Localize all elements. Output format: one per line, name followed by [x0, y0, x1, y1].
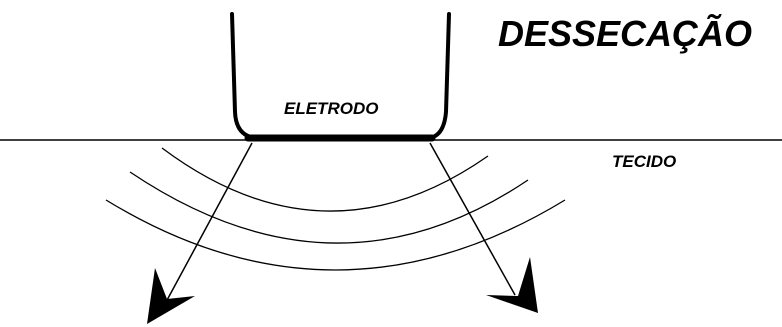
current-arc-inner	[161, 147, 489, 212]
left-arrow-head	[147, 268, 195, 324]
current-arc-middle	[129, 171, 529, 244]
electrode-label: ELETRODO	[284, 99, 378, 118]
tissue-label: TECIDO	[612, 152, 676, 171]
right-arrow-head	[486, 257, 538, 313]
right-arrow-shaft	[429, 142, 516, 296]
electrode-outline	[230, 12, 451, 140]
current-arc-outer	[105, 199, 566, 271]
left-arrow-shaft	[165, 142, 253, 303]
diagram-title: DESSECAÇÃO	[498, 12, 752, 54]
